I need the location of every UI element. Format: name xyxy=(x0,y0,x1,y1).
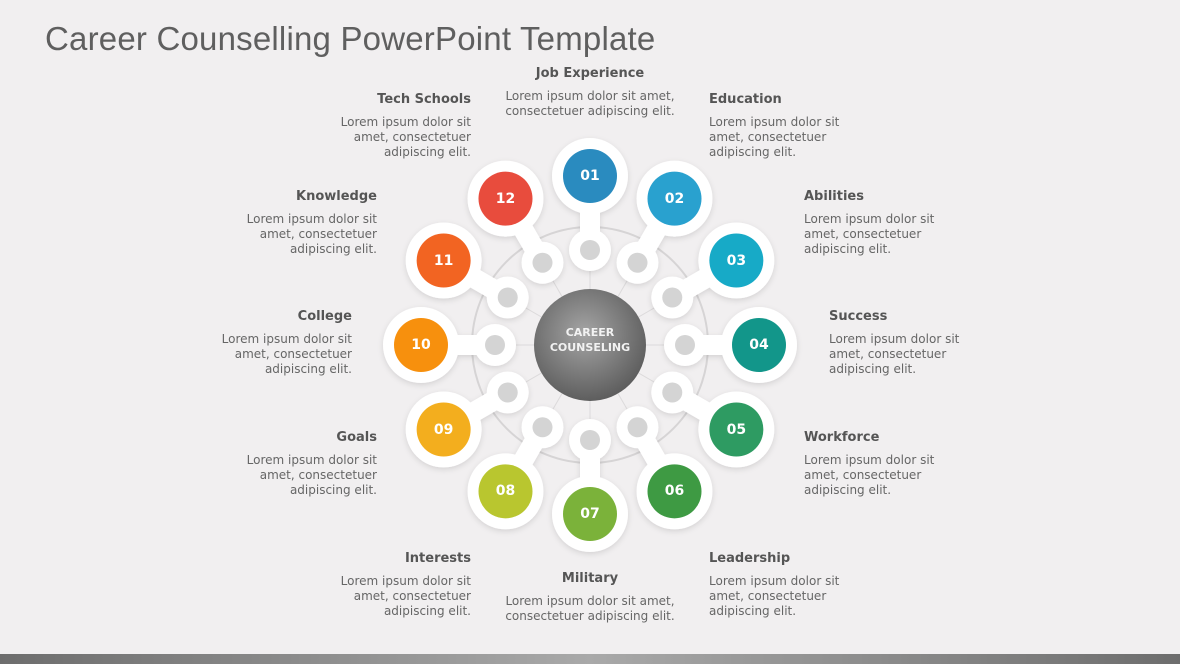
item-number: 06 xyxy=(664,483,685,500)
item-desc: Lorem ipsum dolor sit amet, consectetuer… xyxy=(246,453,377,497)
number-circle-08 xyxy=(478,464,533,519)
center-line-2: COUNSELING xyxy=(549,341,631,354)
connector-dot xyxy=(627,252,648,273)
item-03-label: Abilities Lorem ipsum dolor sit amet, co… xyxy=(804,189,949,257)
bottom-bar xyxy=(0,654,1180,664)
number-circle-12 xyxy=(478,171,533,226)
item-number: 01 xyxy=(580,168,600,184)
connector-dot xyxy=(627,417,648,438)
item-title: Tech Schools xyxy=(377,92,471,107)
item-number: 05 xyxy=(726,421,747,438)
connector-dot xyxy=(662,382,683,403)
item-05-label: Workforce Lorem ipsum dolor sit amet, co… xyxy=(804,430,949,498)
item-number: 10 xyxy=(411,337,431,353)
number-circle-03 xyxy=(709,233,764,288)
item-07-label: Military Lorem ipsum dolor sit amet, con… xyxy=(505,571,675,624)
connector-dot xyxy=(532,417,553,438)
connector-dot xyxy=(675,335,695,355)
item-number: 07 xyxy=(580,506,600,522)
item-desc: Lorem ipsum dolor sit amet, consectetuer… xyxy=(505,89,675,118)
number-circle-04 xyxy=(732,318,786,372)
center-line-1: CAREER xyxy=(565,326,615,339)
item-title: Leadership xyxy=(709,551,791,566)
item-06-label: Leadership Lorem ipsum dolor sit amet, c… xyxy=(709,551,854,619)
connector-dot xyxy=(497,287,518,308)
connector-dot xyxy=(532,252,553,273)
connector-dot xyxy=(580,430,600,450)
item-desc: Lorem ipsum dolor sit amet, consectetuer… xyxy=(804,212,935,256)
item-desc: Lorem ipsum dolor sit amet, consectetuer… xyxy=(709,574,840,618)
item-title: Abilities xyxy=(804,189,864,204)
connector-dot xyxy=(497,382,518,403)
item-number: 12 xyxy=(495,190,516,207)
item-title: College xyxy=(297,309,352,324)
item-02-label: Education Lorem ipsum dolor sit amet, co… xyxy=(709,92,854,160)
number-circle-07 xyxy=(563,487,617,541)
number-circle-02 xyxy=(647,171,702,226)
item-04-label: Success Lorem ipsum dolor sit amet, cons… xyxy=(829,309,974,377)
item-number: 03 xyxy=(726,252,747,269)
item-desc: Lorem ipsum dolor sit amet, consectetuer… xyxy=(804,453,935,497)
item-desc: Lorem ipsum dolor sit amet, consectetuer… xyxy=(709,115,840,159)
item-desc: Lorem ipsum dolor sit amet, consectetuer… xyxy=(340,115,471,159)
number-circle-09 xyxy=(416,402,471,457)
item-number: 09 xyxy=(433,421,454,438)
slide-title: Career Counselling PowerPoint Template xyxy=(45,20,656,57)
item-01-label: Job Experience Lorem ipsum dolor sit ame… xyxy=(505,66,675,119)
item-08-label: Interests Lorem ipsum dolor sit amet, co… xyxy=(326,551,471,619)
item-title: Education xyxy=(709,92,782,107)
item-11-label: Knowledge Lorem ipsum dolor sit amet, co… xyxy=(232,189,377,257)
connector-dot xyxy=(485,335,505,355)
item-title: Workforce xyxy=(804,430,880,445)
connector-dot xyxy=(662,287,683,308)
item-title: Success xyxy=(829,309,888,324)
number-circle-06 xyxy=(647,464,702,519)
item-title: Goals xyxy=(336,430,377,445)
center-hub xyxy=(534,289,646,401)
item-desc: Lorem ipsum dolor sit amet, consectetuer… xyxy=(340,574,471,618)
item-number: 08 xyxy=(495,483,516,500)
item-desc: Lorem ipsum dolor sit amet, consectetuer… xyxy=(505,594,675,623)
item-title: Military xyxy=(561,571,619,586)
connector-dot xyxy=(580,240,600,260)
item-12-label: Tech Schools Lorem ipsum dolor sit amet,… xyxy=(326,92,471,160)
item-10-label: College Lorem ipsum dolor sit amet, cons… xyxy=(207,309,352,377)
item-desc: Lorem ipsum dolor sit amet, consectetuer… xyxy=(829,332,960,376)
item-desc: Lorem ipsum dolor sit amet, consectetuer… xyxy=(246,212,377,256)
number-circle-10 xyxy=(394,318,448,372)
number-circle-05 xyxy=(709,402,764,457)
item-09-label: Goals Lorem ipsum dolor sit amet, consec… xyxy=(232,430,377,498)
item-title: Job Experience xyxy=(535,66,645,81)
item-number: 02 xyxy=(664,190,685,207)
center-label: CAREER COUNSELING xyxy=(536,325,644,355)
item-number: 04 xyxy=(749,337,769,353)
number-circle-11 xyxy=(416,233,471,288)
item-title: Knowledge xyxy=(296,189,377,204)
number-circle-01 xyxy=(563,149,617,203)
item-title: Interests xyxy=(404,551,471,566)
item-number: 11 xyxy=(433,252,454,269)
item-desc: Lorem ipsum dolor sit amet, consectetuer… xyxy=(221,332,352,376)
